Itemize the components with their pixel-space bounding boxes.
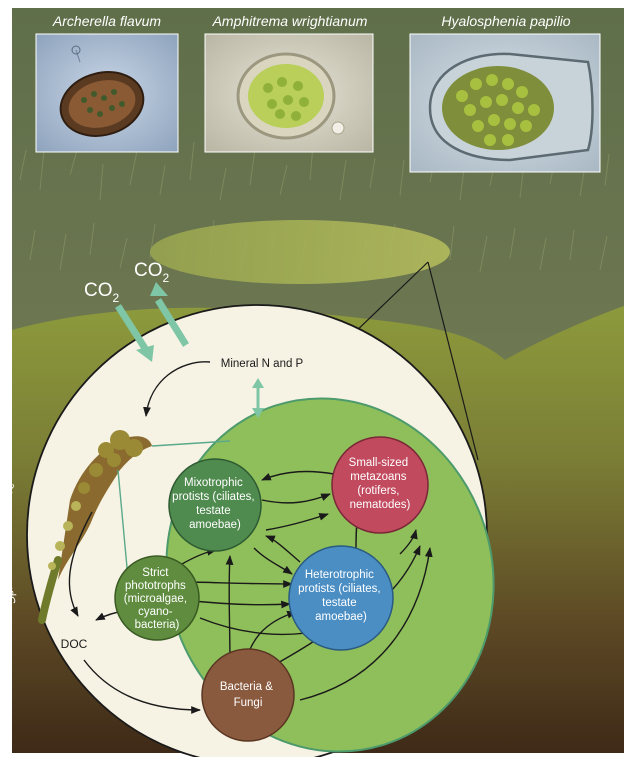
metazoans-line-1: Small-sized [349, 457, 408, 469]
phototrophs-line-2: phototrophs [125, 580, 186, 592]
phototrophs-line-5: bacteria) [135, 619, 180, 631]
bacteria-line-2: Fungi [234, 697, 263, 709]
co2-right-main: CO [134, 260, 163, 281]
micrograph-archerella [36, 34, 178, 152]
node-heterotrophic-protists: Heterotrophic protists (ciliates, testat… [289, 546, 393, 650]
micrograph-label-archerella: Archerella flavum [52, 13, 161, 29]
doc-label: DOC [61, 637, 88, 651]
metazoans-line-3: (rotifers, [357, 485, 399, 497]
phototrophs-line-1: Strict [142, 567, 169, 579]
micrograph-hyalosphenia [410, 34, 600, 172]
micrograph-label-hyalosphenia: Hyalosphenia papilio [441, 13, 570, 29]
metazoans-line-4: nematodes) [350, 499, 411, 511]
co2-right-sub: 2 [163, 271, 170, 285]
bacteria-line-1: Bacteria & [220, 681, 273, 693]
co2-left-sub: 2 [113, 291, 120, 305]
mixotrophic-line-1: Mixotrophic [184, 477, 243, 489]
metazoans-line-2: metazoans [350, 471, 407, 483]
heterotrophic-line-3: testate [322, 597, 357, 609]
micrograph-label-amphitrema: Amphitrema wrightianum [212, 13, 368, 29]
node-small-metazoans: Small-sized metazoans (rotifers, nematod… [332, 437, 428, 533]
heterotrophic-line-1: Heterotrophic [305, 569, 374, 581]
bog-pool [150, 220, 450, 284]
node-mixotrophic-protists: Mixotrophic protists (ciliates, testate … [169, 459, 261, 551]
node-strict-phototrophs: Strict phototrophs (microalgae, cyano- b… [115, 556, 199, 640]
mixotrophic-line-2: protists (ciliates, [172, 491, 254, 503]
mineral-label: Mineral N and P [221, 358, 304, 370]
mixotrophic-line-3: testate [196, 505, 231, 517]
co2-left-main: CO [84, 280, 113, 301]
node-bacteria-fungi: Bacteria & Fungi [202, 649, 294, 741]
mixotrophic-line-4: amoebae) [189, 519, 241, 531]
micrograph-amphitrema [205, 34, 373, 152]
heterotrophic-line-4: amoebae) [315, 611, 367, 623]
phototrophs-line-4: cyano- [138, 606, 173, 618]
phototrophs-line-3: (microalgae, [124, 593, 187, 605]
heterotrophic-line-2: protists (ciliates, [298, 583, 380, 595]
